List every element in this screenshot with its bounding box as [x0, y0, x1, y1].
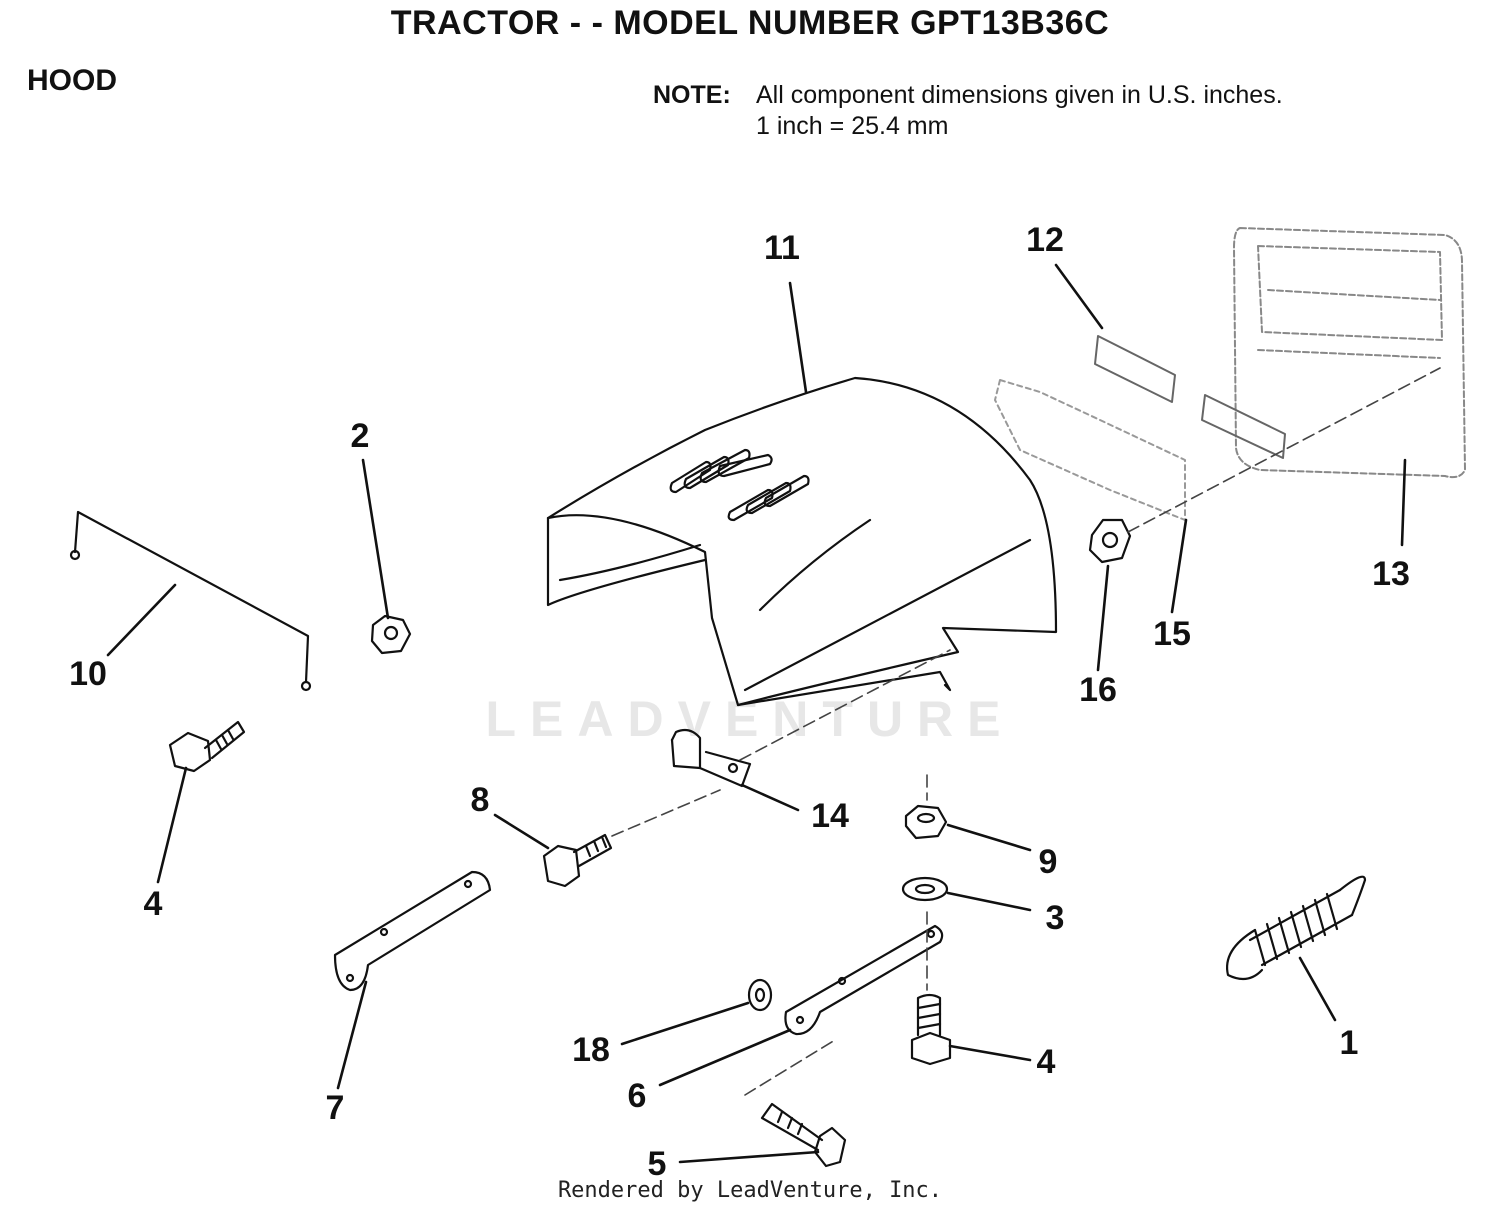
page-title: TRACTOR - - MODEL NUMBER GPT13B36C	[390, 4, 1110, 42]
arm-part-6	[784, 924, 944, 1036]
callout-15: 15	[1153, 615, 1191, 653]
nut-part-9	[904, 804, 948, 840]
callout-10: 10	[69, 655, 107, 693]
hood-vents	[669, 448, 810, 522]
callout-9: 9	[1038, 843, 1058, 881]
clip-part-14	[670, 728, 752, 788]
callout-3: 3	[1045, 899, 1065, 937]
bracket-part-7	[333, 870, 492, 992]
callout-7: 7	[325, 1089, 345, 1127]
callout-13: 13	[1372, 555, 1410, 593]
callout-14: 14	[811, 797, 849, 835]
callout-18: 18	[572, 1031, 610, 1069]
hood-part-11	[546, 376, 1058, 707]
callout-8: 8	[470, 781, 490, 819]
spring-part-1	[1226, 875, 1367, 981]
callout-16: 16	[1079, 671, 1117, 709]
callout-12: 12	[1026, 221, 1064, 259]
note-line-1: All component dimensions given in U.S. i…	[756, 81, 1283, 109]
bolt-part-4-right	[910, 993, 952, 1066]
grille-part-13	[1233, 227, 1466, 479]
callout-5: 5	[647, 1145, 667, 1183]
bolt-part-4-left	[168, 720, 246, 773]
washer-part-3	[901, 876, 949, 902]
assembly-dashed-lines	[611, 367, 1441, 1096]
callout-11: 11	[764, 229, 800, 267]
bolt-part-5	[760, 1102, 847, 1168]
callout-1: 1	[1339, 1024, 1359, 1062]
watermark: LEADVENTURE	[485, 691, 1015, 747]
leader-lines	[106, 263, 1407, 1164]
section-title: HOOD	[27, 64, 117, 97]
bracket-part-12	[994, 335, 1286, 521]
note-line-2: 1 inch = 25.4 mm	[756, 112, 949, 140]
note-label: NOTE:	[653, 81, 731, 109]
rod-part-10	[69, 510, 312, 692]
washer-part-18	[747, 978, 773, 1012]
bolt-part-8	[542, 833, 613, 888]
note-text: All component dimensions given in U.S. i…	[756, 80, 1283, 142]
callout-6: 6	[627, 1077, 647, 1115]
nut-part-2	[370, 614, 412, 655]
callout-2: 2	[350, 417, 370, 455]
callout-4-left: 4	[143, 885, 163, 923]
dimension-note: NOTE: All component dimensions given in U…	[653, 80, 1283, 142]
footer-credit: Rendered by LeadVenture, Inc.	[557, 1178, 943, 1203]
flange-nut-part-16	[1088, 518, 1132, 564]
callout-4-right: 4	[1036, 1043, 1056, 1081]
